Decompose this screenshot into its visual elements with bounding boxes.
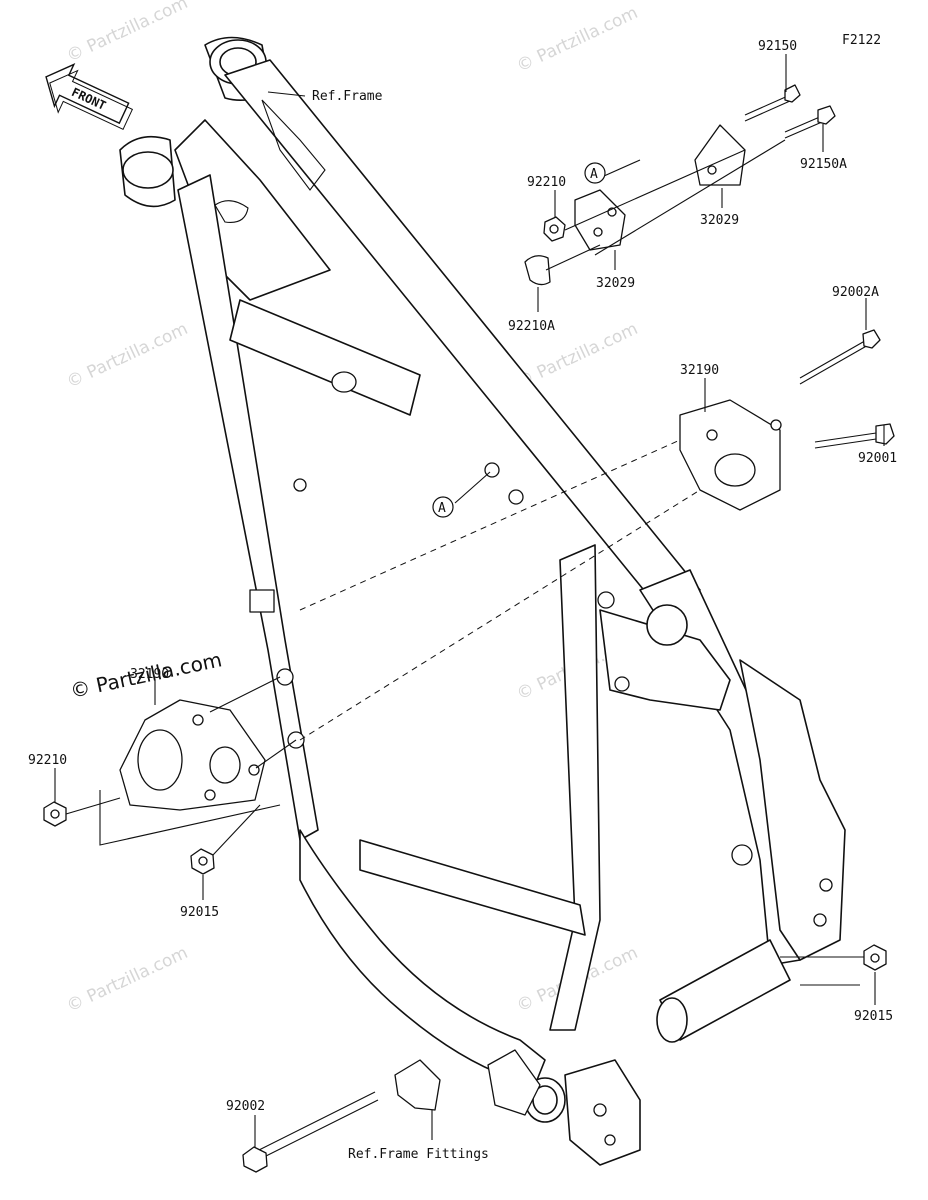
bolt-92150A [784,105,836,139]
front-arrow-icon: FRONT [45,63,134,130]
diagram-code: F2122 [842,33,881,48]
brand-watermark: © Partzilla.com [68,647,224,703]
bracket-32190-left [119,699,266,811]
part-labels: Ref.Frame 92150 92150A 92210 32029 32029… [28,39,897,1162]
bracket-32029-rear [694,124,746,186]
bolt-92150 [744,84,801,122]
label-ref-frame: Ref.Frame [312,89,383,104]
upper-cross-tube [229,299,421,416]
callout-a-top: A [584,162,606,184]
frame-fitting [394,1059,441,1111]
watermark-6: © Partzilla.com [64,943,191,1017]
frame [119,36,846,1166]
leader-lines [54,54,885,1147]
svg-text:A: A [438,501,446,516]
label-92150: 92150 [758,39,797,54]
watermark-3: © Partzilla.com [64,319,191,393]
label-92002A: 92002A [832,285,879,300]
rear-plate [739,659,846,961]
label-92001: 92001 [858,451,897,466]
label-32029-b: 32029 [596,276,635,291]
bracket-32190-right [679,399,782,511]
watermark-1: © Partzilla.com [64,0,191,67]
tab-1 [249,589,275,613]
bolt-92001 [814,423,895,449]
center-rail [549,544,601,1031]
label-32190-left: 32190 [130,667,169,682]
label-92150A: 92150A [800,157,847,172]
watermark-2: © Partzilla.com [514,3,641,77]
label-92015-right: 92015 [854,1009,893,1024]
label-92210-left: 92210 [28,753,67,768]
label-92210-top: 92210 [527,175,566,190]
pivot-bracket [599,609,731,711]
label-32190-top: 32190 [680,363,719,378]
frame-fitting-2 [487,1049,541,1116]
label-92210A: 92210A [508,319,555,334]
label-32029-a: 32029 [700,213,739,228]
label-92015-left: 92015 [180,905,219,920]
label-92002: 92002 [226,1099,265,1114]
callout-a-middle: A [432,496,454,518]
spacer-92210A [524,255,551,286]
bolt-92002 [242,1091,379,1173]
svg-text:A: A [590,167,598,182]
bolt-92002A [799,329,881,385]
bracket-32029-pair [574,124,746,251]
assembly-lines [65,139,864,986]
lower-cross-tube [359,839,586,936]
label-ref-frame-fittings: Ref.Frame Fittings [348,1147,489,1162]
